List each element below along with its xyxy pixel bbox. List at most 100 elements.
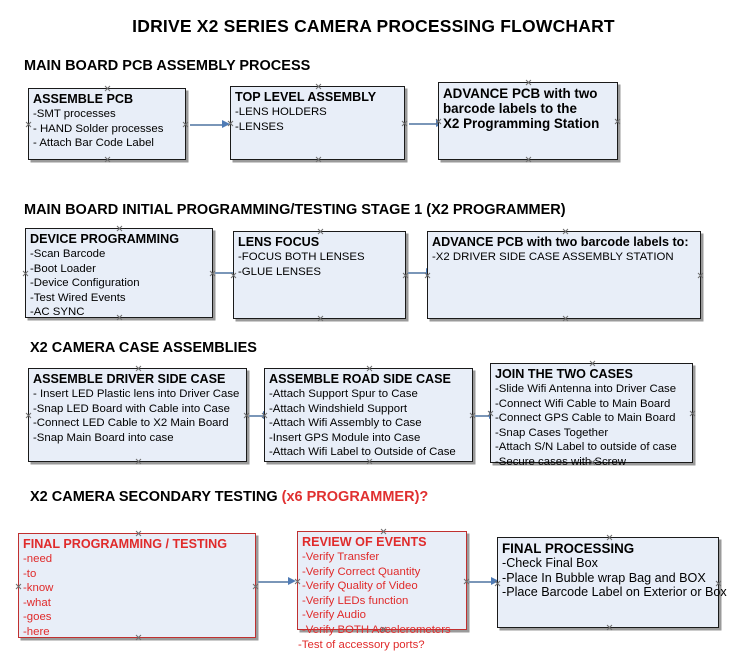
- arrow-shaft: [469, 581, 492, 583]
- box-line: -Verify Quality of Video: [302, 580, 418, 593]
- connection-handle-top[interactable]: [525, 79, 532, 86]
- box-device-programming[interactable]: DEVICE PROGRAMMING -Scan Barcode -Boot L…: [25, 228, 213, 318]
- box-line: -Snap Cases Together: [495, 426, 609, 439]
- box-advance-pcb-programming-station[interactable]: ADVANCE PCB with two barcode labels to t…: [438, 82, 618, 160]
- box-line: -Attach S/N Label to outside of case: [495, 441, 677, 454]
- connection-handle-right[interactable]: [182, 121, 189, 128]
- box-title: LENS FOCUS: [238, 235, 320, 249]
- box-line: -Snap LED Board with Cable into Case: [33, 402, 230, 415]
- connection-handle-right[interactable]: [689, 410, 696, 417]
- box-join-the-two-cases[interactable]: JOIN THE TWO CASES -Slide Wifi Antenna i…: [490, 360, 696, 468]
- box-top-level-assembly[interactable]: TOP LEVEL ASSEMBLY -LENS HOLDERS -LENSES: [230, 86, 405, 160]
- box-line: -here: [23, 625, 50, 638]
- connection-handle-top[interactable]: [104, 85, 111, 92]
- box-line: -Connect GPS Cable to Main Board: [495, 412, 676, 425]
- section-heading-4: X2 CAMERA SECONDARY TESTING (x6 PROGRAMM…: [30, 489, 428, 505]
- section-heading-3: X2 CAMERA CASE ASSEMBLIES: [30, 340, 257, 356]
- box-line: -know: [23, 582, 54, 595]
- box-line: -LENS HOLDERS: [235, 106, 327, 118]
- connection-handle-right[interactable]: [401, 120, 408, 127]
- arrow-s1-b1-to-b2: [190, 120, 230, 129]
- box-line: -Secure cases with Screw: [495, 455, 627, 468]
- box-lens-focus[interactable]: LENS FOCUS -FOCUS BOTH LENSES -GLUE LENS…: [233, 231, 406, 319]
- connection-handle-bottom[interactable]: [104, 156, 111, 163]
- connection-handle-top[interactable]: [135, 365, 142, 372]
- box-line: -Device Configuration: [30, 277, 140, 290]
- connection-handle-left[interactable]: [25, 121, 32, 128]
- connection-handle-top[interactable]: [135, 530, 142, 537]
- connection-handle-top[interactable]: [606, 534, 613, 541]
- box-assemble-road-side-case[interactable]: ASSEMBLE ROAD SIDE CASE -Attach Support …: [264, 368, 473, 462]
- box-final-programming-testing[interactable]: FINAL PROGRAMMING / TESTING -need -to -k…: [18, 533, 256, 638]
- box-assemble-pcb[interactable]: ASSEMBLE PCB -SMT processes - HAND Solde…: [28, 88, 186, 160]
- connection-handle-top[interactable]: [562, 228, 569, 235]
- box-title: REVIEW OF EVENTS: [302, 535, 427, 549]
- arrow-shaft: [190, 124, 223, 126]
- connection-handle-bottom[interactable]: [562, 315, 569, 322]
- box-title: ADVANCE PCB with two barcode labels to:: [432, 235, 689, 249]
- box-line: -Verify Audio: [302, 609, 366, 622]
- arrow-shaft: [409, 123, 437, 125]
- arrow-shaft: [215, 272, 234, 274]
- box-line: -what: [23, 596, 51, 609]
- box-line: -Verify LEDs function: [302, 594, 409, 607]
- connection-handle-top[interactable]: [380, 528, 387, 535]
- box-advance-pcb-driver-side-case[interactable]: ADVANCE PCB with two barcode labels to: …: [427, 231, 701, 319]
- box-line: -need: [23, 553, 53, 565]
- box-line: -Place In Bubble wrap Bag and BOX: [502, 570, 706, 585]
- connection-handle-top[interactable]: [315, 83, 322, 90]
- box-title: JOIN THE TWO CASES: [495, 367, 633, 381]
- box-line: -Snap Main Board into case: [33, 431, 174, 444]
- box-line: -GLUE LENSES: [238, 265, 321, 278]
- box-line: -Connect Wifi Cable to Main Board: [495, 397, 671, 410]
- box-line: -Verify Transfer: [302, 551, 380, 563]
- box-title: FINAL PROGRAMMING / TESTING: [23, 537, 228, 551]
- connection-handle-bottom[interactable]: [606, 624, 613, 631]
- box-final-processing[interactable]: FINAL PROCESSING -Check Final Box -Place…: [497, 534, 727, 631]
- box-line: -Boot Loader: [30, 262, 96, 275]
- connection-handle-top[interactable]: [589, 360, 596, 367]
- arrow-shaft: [258, 581, 289, 583]
- box-line: -Place Barcode Label on Exterior or Box: [502, 585, 727, 600]
- connection-handle-top[interactable]: [366, 365, 373, 372]
- box-line: -Check Final Box: [502, 556, 598, 570]
- box-review-of-events[interactable]: REVIEW OF EVENTS -Verify Transfer -Verif…: [297, 528, 467, 651]
- arrow-shaft: [249, 415, 264, 417]
- connection-handle-bottom[interactable]: [315, 156, 322, 163]
- connection-handle-left[interactable]: [22, 270, 29, 277]
- arrow-s4-b1-to-b2: [258, 577, 296, 586]
- connection-handle-right[interactable]: [697, 272, 704, 279]
- section-heading-2: MAIN BOARD INITIAL PROGRAMMING/TESTING S…: [24, 202, 566, 218]
- connection-handle-left[interactable]: [25, 412, 32, 419]
- box-line: -FOCUS BOTH LENSES: [238, 251, 365, 263]
- box-line: -Attach Wifi Label to Outside of Case: [269, 446, 456, 459]
- connection-handle-bottom[interactable]: [317, 315, 324, 322]
- arrow-head-icon: [491, 577, 499, 585]
- box-title: ADVANCE PCB with two: [443, 86, 598, 101]
- connection-handle-bottom[interactable]: [525, 156, 532, 163]
- box-line: barcode labels to the: [443, 101, 577, 116]
- page-title: IDRIVE X2 SERIES CAMERA PROCESSING FLOWC…: [132, 16, 615, 36]
- connection-handle-top[interactable]: [116, 225, 123, 232]
- box-line: -to: [23, 567, 37, 580]
- box-line: -AC SYNC: [30, 306, 85, 319]
- section-heading-1-text: MAIN BOARD PCB ASSEMBLY PROCESS: [24, 58, 311, 74]
- box-line: - HAND Solder processes: [33, 122, 164, 135]
- connection-handle-top[interactable]: [317, 228, 324, 235]
- box-line: X2 Programming Station: [443, 116, 600, 131]
- connection-handle-left[interactable]: [15, 583, 22, 590]
- box-line: -goes: [23, 611, 52, 624]
- box-line: -Attach Windshield Support: [269, 402, 408, 415]
- section-heading-4-text: X2 CAMERA SECONDARY TESTING: [30, 489, 282, 505]
- box-assemble-driver-side-case[interactable]: ASSEMBLE DRIVER SIDE CASE - Insert LED P…: [28, 368, 247, 462]
- connection-handle-bottom[interactable]: [135, 458, 142, 465]
- box-title: ASSEMBLE ROAD SIDE CASE: [269, 372, 451, 386]
- box-line: -Slide Wifi Antenna into Driver Case: [495, 383, 677, 395]
- box-line: - Insert LED Plastic lens into Driver Ca…: [33, 388, 240, 400]
- connection-handle-right[interactable]: [614, 118, 621, 125]
- box-line: -Verify BOTH Accelerometers: [302, 623, 451, 636]
- box-title: DEVICE PROGRAMMING: [30, 232, 180, 246]
- arrow-head-icon: [222, 120, 230, 128]
- box-line: -Scan Barcode: [30, 248, 106, 260]
